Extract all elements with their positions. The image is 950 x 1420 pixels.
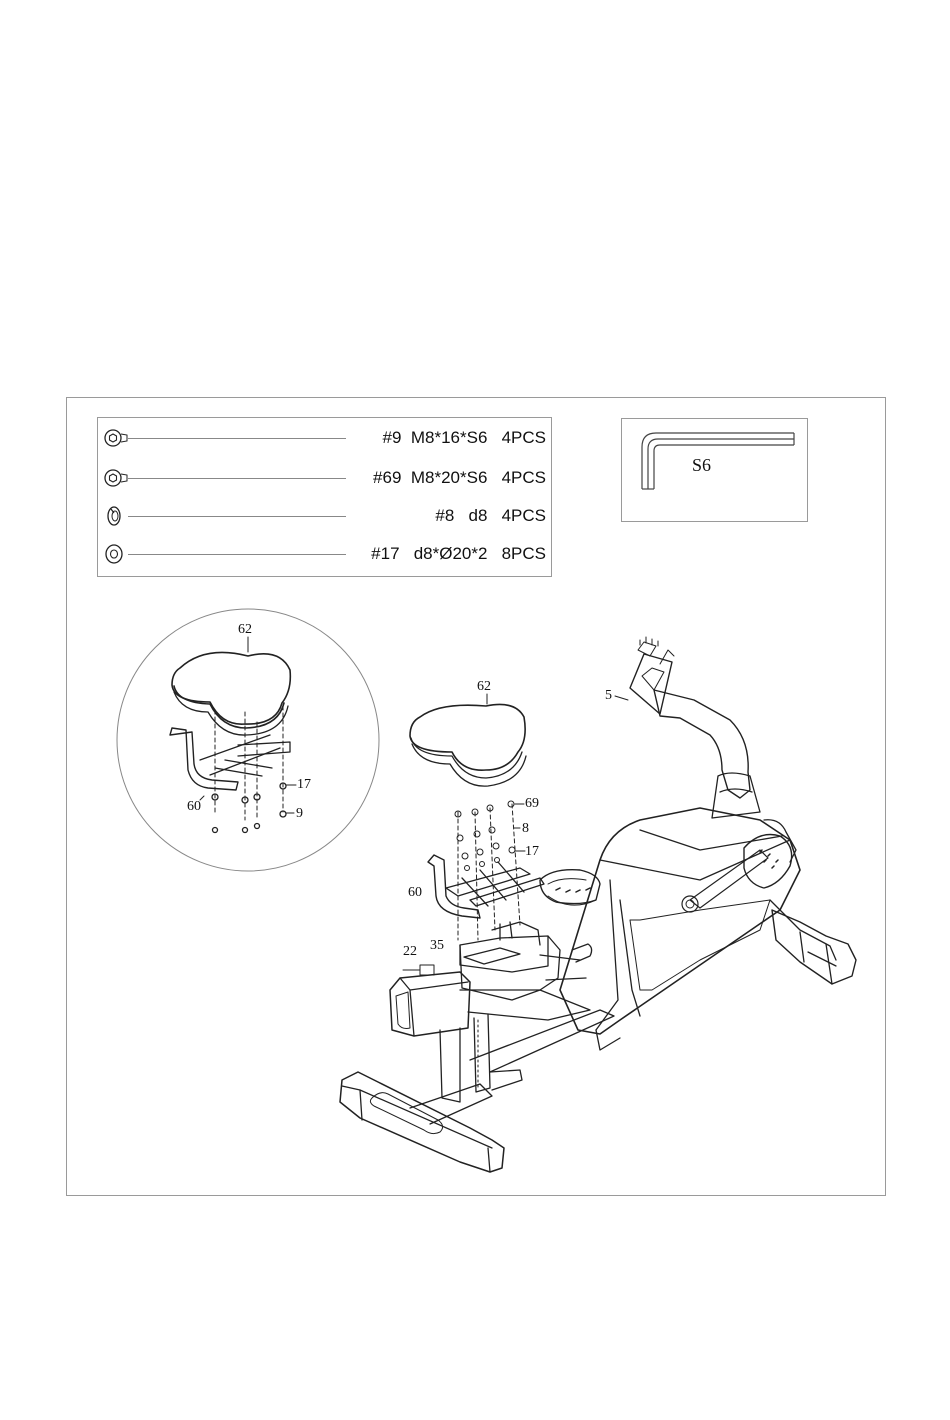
callout-spring-washer: 8 <box>522 822 529 836</box>
seat <box>410 694 526 786</box>
seat-post-box <box>390 972 590 1036</box>
callout-detail-washer: 17 <box>297 778 311 792</box>
callout-bolt: 69 <box>525 797 539 811</box>
callout-slider: 35 <box>430 939 444 953</box>
callout-detail-seat: 62 <box>238 623 252 637</box>
callout-detail-bracket: 60 <box>187 800 201 814</box>
callout-seat: 62 <box>477 680 491 694</box>
seat-slider <box>403 922 592 1000</box>
callout-detail-bolt: 9 <box>296 807 303 821</box>
pedal-assembly <box>540 820 796 912</box>
callout-flat-washer: 17 <box>525 845 539 859</box>
seat-bracket <box>428 855 544 918</box>
callout-knob: 22 <box>403 945 417 959</box>
callout-bracket: 60 <box>408 886 422 900</box>
exploded-hardware <box>455 801 525 940</box>
detail-view <box>117 609 379 871</box>
rear-stabilizer <box>340 1072 504 1172</box>
handlebar-post <box>615 637 760 818</box>
main-frame <box>560 808 836 1050</box>
front-stabilizer <box>772 910 856 984</box>
callout-console-plate: 5 <box>605 689 612 703</box>
